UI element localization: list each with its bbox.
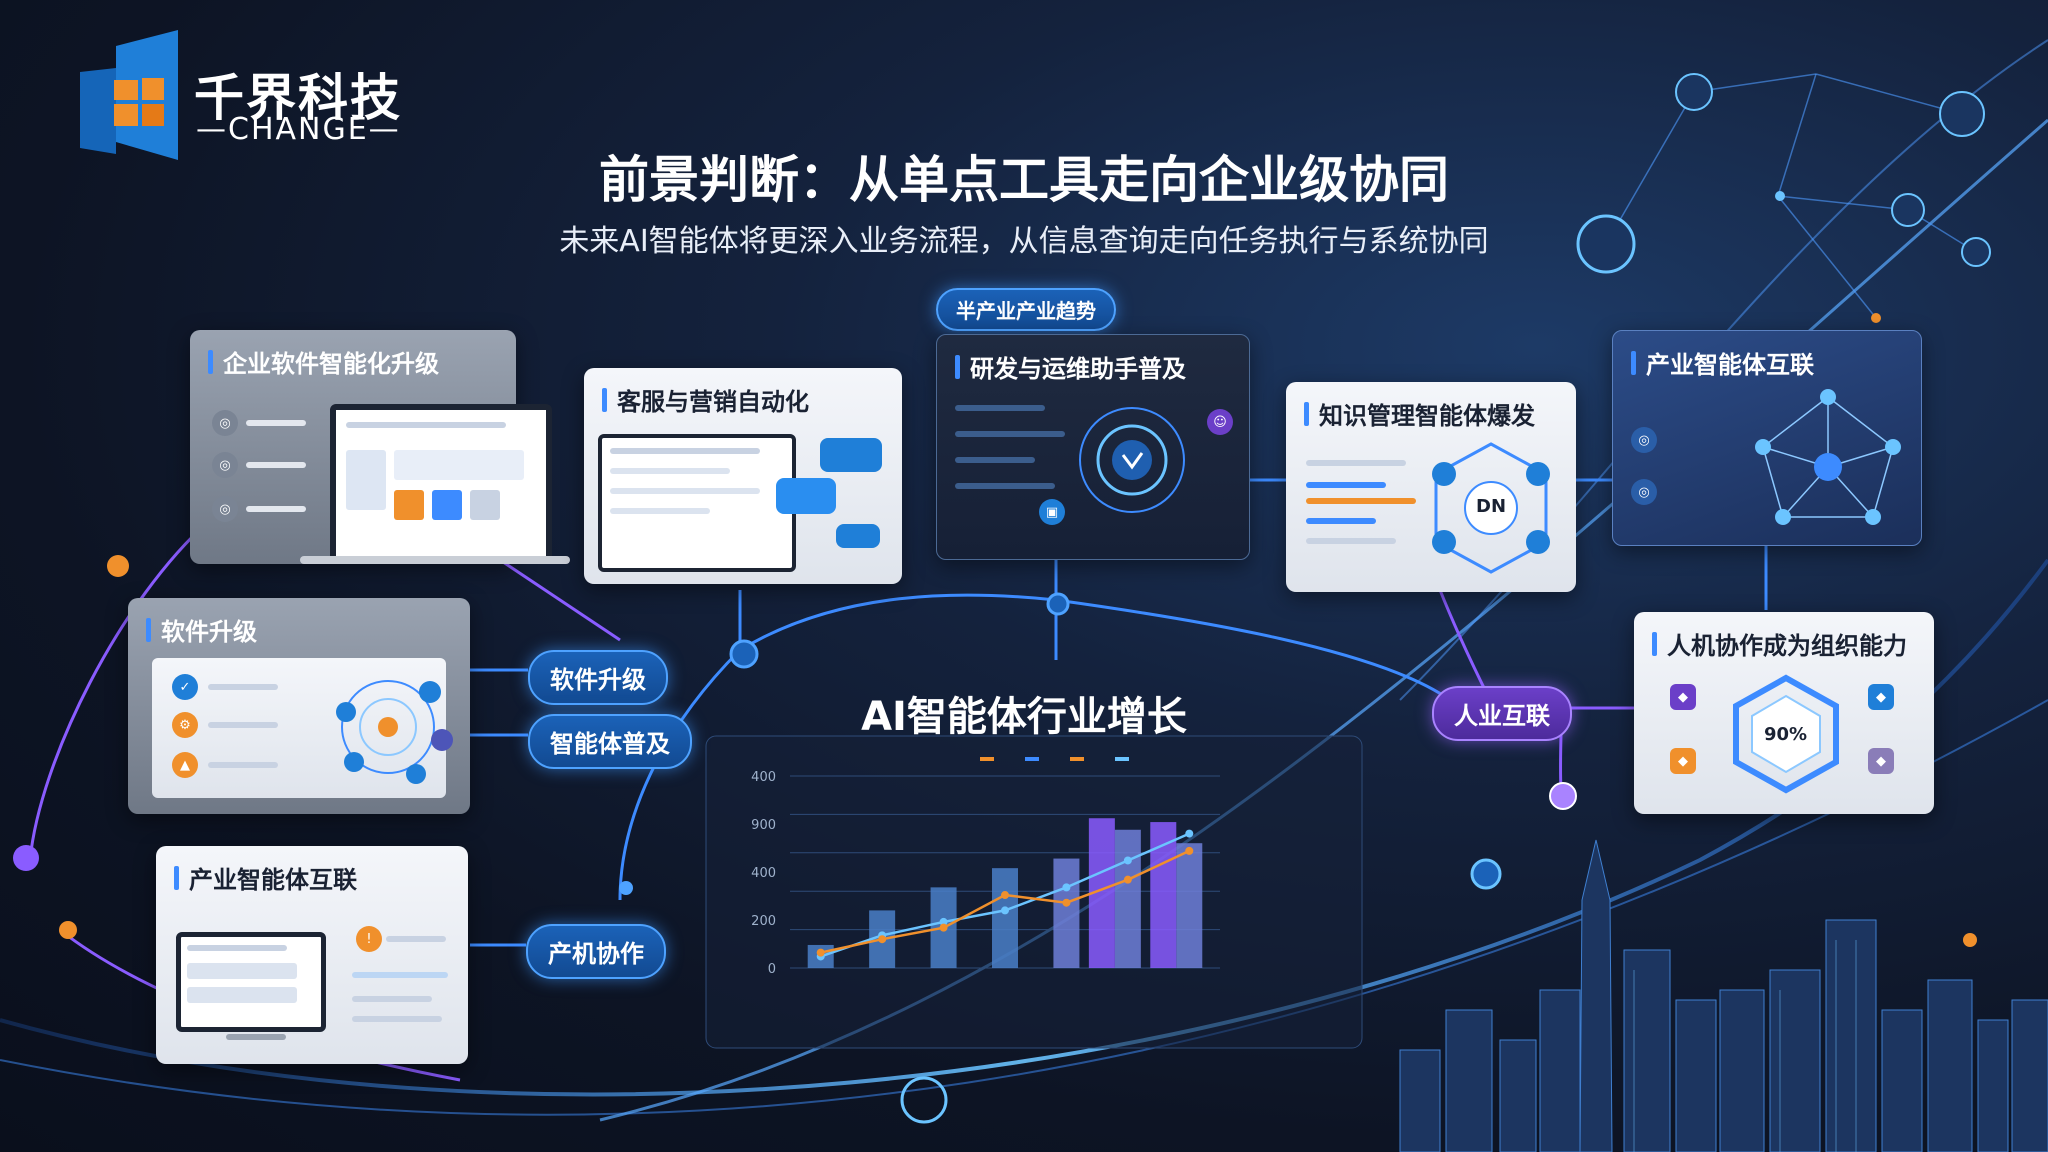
legend-item (980, 752, 999, 765)
chart-point (1123, 875, 1132, 884)
doc-icon: ◎ (212, 452, 238, 478)
chart-bar (992, 868, 1018, 968)
chart-bar (1114, 829, 1141, 968)
brand-name: 千界科技 (194, 69, 402, 127)
hexagon-ring-icon (1733, 674, 1839, 794)
chart-point (939, 923, 948, 932)
pill-industry-collab[interactable]: 产机协作 (526, 924, 666, 979)
shield-hub-icon (1079, 407, 1185, 513)
link-icon: ◎ (1631, 479, 1657, 505)
alert-icon: ! (356, 926, 382, 952)
laptop-base (300, 556, 570, 564)
cube-icon: ◆ (1868, 684, 1894, 710)
card-header: 产业智能体互联 (1631, 345, 1814, 380)
y-tick-label: 200 (751, 914, 776, 929)
pill-software-upgrade[interactable]: 软件升级 (528, 650, 668, 705)
knowledge-hub-label: DN (1476, 496, 1507, 517)
card-header: 知识管理智能体爆发 (1304, 396, 1535, 431)
card-header: 研发与运维助手普及 (955, 349, 1186, 384)
card-software-upgrade[interactable]: 软件升级 ✓ ⚙ ▲ (128, 598, 470, 814)
network-graph-icon (1755, 389, 1901, 525)
y-tick-label: 400 (751, 770, 776, 785)
chart-title: AI智能体行业增长 (861, 694, 1187, 740)
gear-icon: ◎ (212, 496, 238, 522)
card-header: 软件升级 (146, 612, 257, 647)
card-industry-interconnect[interactable]: 产业智能体互联 ◎ ◎ (1612, 330, 1922, 546)
chart-point (939, 917, 948, 926)
network-icon: ◎ (1631, 427, 1657, 453)
card-industry-interconnect-bottom[interactable]: 产业智能体互联 ! (156, 846, 468, 1064)
chart-point (1062, 883, 1071, 892)
chat-bubble-icon (776, 478, 836, 514)
monitor-stand (226, 1034, 286, 1040)
chat-icon: ◎ (212, 410, 238, 436)
page-subtitle: 未来AI智能体将更深入业务流程，从信息查询走向任务执行与系统协同 (559, 224, 1489, 259)
gear-icon: ⚙ (172, 712, 198, 738)
legend-item (1070, 752, 1089, 765)
card-header: 企业软件智能化升级 (208, 344, 439, 379)
chat-bubble-icon (820, 438, 882, 472)
card-header: 人机协作成为组织能力 (1652, 626, 1907, 661)
growth-chart: 0 200 400 900 400 (751, 770, 1220, 977)
chart-legend (980, 752, 1134, 765)
chart-point (1123, 856, 1132, 865)
logo-mark-icon (80, 30, 178, 160)
chat-bubble-icon (836, 524, 880, 548)
check-icon: ✓ (172, 674, 198, 700)
card-devops-assistant[interactable]: 研发与运维助手普及 ☺ ▣ (936, 334, 1250, 560)
y-tick-label: 900 (751, 818, 776, 833)
factory-icon: ▲ (172, 752, 198, 778)
cube-icon: ◆ (1670, 748, 1696, 774)
orbit-hub-icon (336, 680, 453, 784)
chart-point (1001, 891, 1009, 900)
human-hub-label: 90% (1764, 724, 1808, 745)
cube-icon: ◆ (1868, 748, 1894, 774)
cube-icon: ◆ (1670, 684, 1696, 710)
card-human-machine[interactable]: 人机协作成为组织能力 ◆ ◆ ◆ ◆ 90% (1634, 612, 1934, 814)
pill-human-industry[interactable]: 人业互联 (1432, 686, 1572, 741)
hexagon-hub-icon (1432, 442, 1550, 574)
card-header: 客服与营销自动化 (602, 382, 809, 417)
chart-point (878, 935, 887, 944)
chart-point (1062, 898, 1071, 907)
legend-item (1115, 752, 1134, 765)
y-tick-label: 0 (768, 962, 776, 977)
card-knowledge-management[interactable]: 知识管理智能体爆发 DN (1286, 382, 1576, 592)
dashboard-screen (598, 434, 796, 572)
bot-icon: ☺ (1207, 409, 1233, 435)
card-service-marketing[interactable]: 客服与营销自动化 (584, 368, 902, 584)
chart-point (1185, 829, 1194, 838)
pill-agent-popular[interactable]: 智能体普及 (528, 714, 692, 769)
laptop-screen (330, 404, 552, 564)
chart-point (1185, 846, 1194, 855)
card-header: 产业智能体互联 (174, 860, 357, 895)
brand-sub: —CHANGE— (196, 112, 401, 147)
brand-logo (80, 30, 180, 164)
trend-badge: 半产业产业趋势 (936, 288, 1116, 331)
chart-bar (1176, 843, 1203, 968)
chart-point (1001, 906, 1009, 915)
legend-item (1025, 752, 1044, 765)
cart-icon: ▣ (1039, 499, 1065, 525)
chart-bar (1150, 822, 1177, 968)
y-tick-label: 400 (751, 866, 776, 881)
page-title: 前景判断：从单点工具走向企业级协同 (599, 151, 1449, 209)
chart-bar (1053, 858, 1080, 968)
monitor-screen (176, 932, 326, 1032)
chart-point (816, 948, 825, 957)
